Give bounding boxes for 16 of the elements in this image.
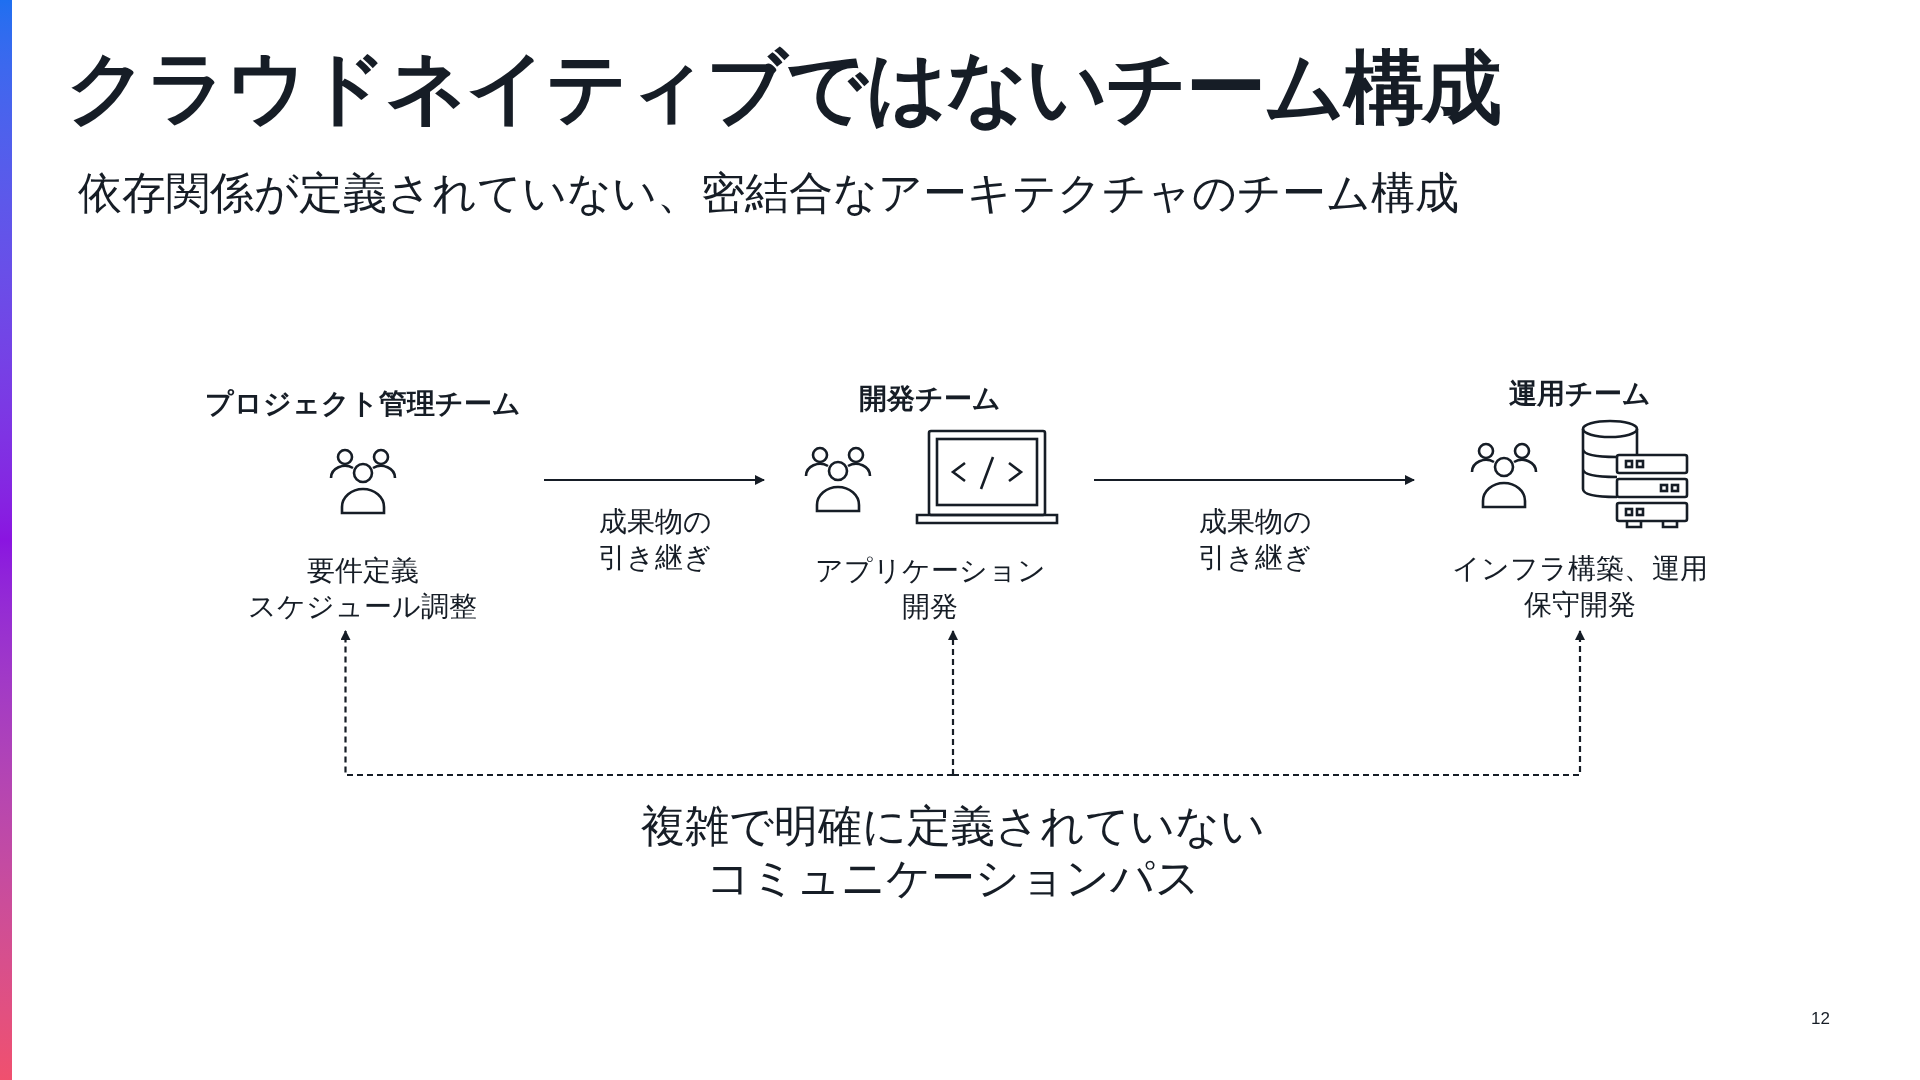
slide-title: クラウドネイティブではないチーム構成	[66, 40, 1500, 136]
dashed-arrow	[948, 630, 958, 777]
arrow	[544, 475, 765, 485]
page-number: 12	[1811, 1008, 1830, 1030]
dashed-arrow	[340, 630, 953, 777]
team-description: アプリケーション開発	[813, 553, 1047, 625]
team-description: スケジュール調整	[248, 589, 477, 625]
arrow	[1094, 475, 1415, 485]
team-heading: プロジェクト管理チーム	[204, 386, 521, 422]
team-description: 要件定義	[306, 553, 419, 589]
communication-text: 複雑で明確に定義されていないコミュニケーションパス	[640, 800, 1266, 904]
team-description: インフラ構築、運用保守開発	[1451, 551, 1709, 623]
team-heading: 運用チーム	[1509, 376, 1651, 412]
dashed-arrow	[953, 630, 1585, 777]
team-heading: 開発チーム	[859, 381, 1001, 417]
slide-subtitle: 依存関係が定義されていない、密結合なアーキテクチャのチーム構成	[78, 166, 1459, 220]
